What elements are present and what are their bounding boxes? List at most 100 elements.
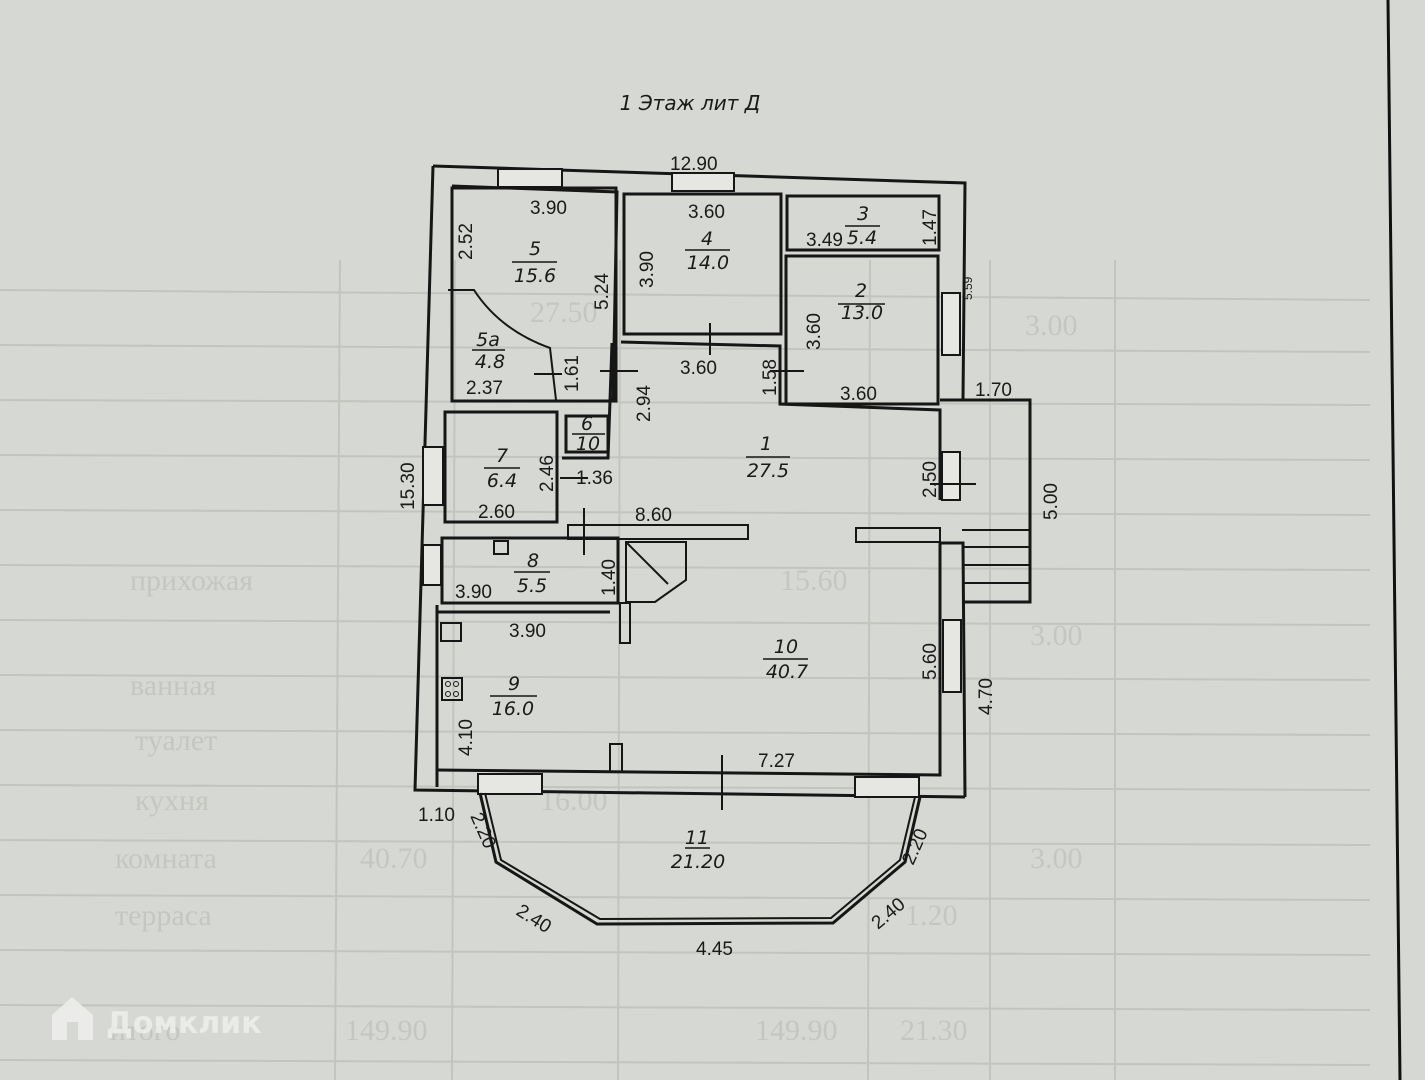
background-table: туалет ванная прихожая кухня комната тер… (0, 259, 1371, 1080)
ghost-value: 3.00 (1030, 619, 1083, 652)
dim-porch-length: 5.00 (1041, 483, 1062, 520)
watermark-brand: Домклик (106, 1006, 262, 1041)
dim-r8-side: 1.40 (599, 559, 620, 596)
house-logo-icon (52, 997, 93, 1040)
svg-text:5а: 5а (476, 329, 500, 351)
porch (960, 398, 1032, 604)
svg-text:15.6: 15.6 (514, 265, 556, 287)
dim-porch-width: 1.70 (975, 380, 1012, 401)
svg-text:11: 11 (685, 827, 709, 849)
plan-title: 1 Этаж лит Д (620, 91, 761, 115)
dim-r5-right: 5.24 (592, 273, 613, 310)
room-9-stub (609, 743, 623, 773)
svg-text:10: 10 (576, 433, 600, 455)
dim-r8-bottom: 3.90 (455, 582, 492, 603)
svg-text:8: 8 (527, 550, 539, 572)
ghost-row-label: кухня (135, 784, 209, 817)
dim-r9-top: 3.90 (509, 621, 546, 642)
svg-text:21.20: 21.20 (671, 851, 725, 873)
room-label-2: 213.0 (838, 280, 885, 324)
ghost-value: 40.70 (360, 842, 428, 875)
windows (422, 168, 962, 798)
room-label-8: 85.5 (514, 550, 550, 597)
svg-text:6.4: 6.4 (487, 470, 517, 492)
dim-r5-left: 2.52 (456, 223, 477, 260)
stair-icon (625, 541, 687, 603)
dim-right-lower: 4.70 (976, 678, 997, 715)
terrace-outline (478, 792, 922, 926)
dim-hall-right: 1.58 (760, 359, 781, 396)
room-labels: 127.5 213.0 35.4 414.0 515.6 5а4.8 610 7… (472, 203, 885, 873)
partition-stub (855, 527, 941, 543)
dim-terrace-diag-left: 2.40 (512, 900, 554, 937)
dim-r5a-bottom: 2.37 (466, 378, 503, 399)
corridor-partition (567, 524, 749, 540)
svg-text:13.0: 13.0 (841, 302, 883, 324)
svg-text:5.4: 5.4 (847, 227, 877, 249)
vent-icon (493, 540, 509, 555)
dim-width-top: 12.90 (670, 154, 718, 175)
svg-text:14.0: 14.0 (687, 252, 729, 274)
dim-r4-left: 3.90 (637, 251, 658, 288)
dim-r10-right: 5.60 (920, 643, 941, 680)
ghost-row-label: туалет (135, 724, 217, 757)
watermark: Домклик (52, 997, 262, 1041)
dim-r4-top: 3.60 (688, 202, 725, 223)
ghost-row-label: итого (110, 1014, 180, 1047)
dim-r5a-side: 1.61 (562, 355, 583, 392)
ghost-row-label: прихожая (130, 564, 253, 597)
stove-icon (441, 677, 463, 701)
dim-porch-side: 2.50 (920, 461, 941, 498)
svg-text:9: 9 (508, 673, 520, 695)
room-6-side (562, 342, 614, 460)
dim-terrace-offset: 1.10 (418, 805, 455, 826)
dim-r6-bottom: 1.36 (576, 468, 613, 489)
ghost-value: 3.00 (1030, 842, 1083, 875)
dim-right-upper: 5.59 (961, 276, 975, 300)
svg-text:4.8: 4.8 (475, 351, 505, 373)
svg-text:1: 1 (760, 433, 772, 455)
dim-r2-bottom: 3.60 (840, 384, 877, 405)
room-9-walls (436, 543, 942, 777)
room-4-walls (622, 192, 783, 336)
room-2-walls (784, 254, 940, 406)
ghost-value: 149.90 (345, 1014, 428, 1047)
svg-text:7: 7 (496, 445, 508, 467)
svg-text:27.5: 27.5 (747, 460, 789, 482)
svg-text:16.0: 16.0 (492, 698, 534, 720)
dim-r3-side: 1.47 (920, 209, 941, 246)
svg-text:5: 5 (529, 238, 541, 260)
svg-text:10: 10 (774, 636, 798, 658)
room-7-walls (443, 410, 559, 524)
ghost-value: 21.30 (900, 1014, 968, 1047)
dim-r9-side: 4.10 (456, 719, 477, 756)
svg-text:6: 6 (581, 413, 593, 435)
dim-hall-top: 3.60 (680, 358, 717, 379)
dim-r5-top: 3.90 (530, 198, 567, 219)
dim-r7-bottom: 2.60 (478, 502, 515, 523)
hall-walls (620, 340, 942, 500)
dim-terrace-bottom: 4.45 (696, 939, 733, 960)
room-label-4: 414.0 (685, 228, 730, 274)
room-label-3: 35.4 (845, 203, 880, 249)
dim-terrace-side-left: 2.20 (465, 809, 499, 851)
room-label-7: 76.4 (484, 445, 520, 492)
dim-r3-width: 3.49 (806, 230, 843, 251)
ghost-value: 1.20 (905, 899, 958, 932)
svg-text:3: 3 (857, 203, 869, 225)
dim-hall-left: 2.94 (634, 385, 655, 422)
dim-terrace-diag-right: 2.40 (868, 894, 910, 934)
room-label-5a: 5а4.8 (472, 329, 505, 373)
ghost-row-label: терраса (115, 899, 212, 932)
ghost-row-label: комната (115, 842, 217, 875)
svg-text:5.5: 5.5 (517, 575, 547, 597)
ghost-value: 16.00 (540, 784, 608, 817)
dim-terrace-side-right: 2.20 (898, 826, 932, 868)
room-label-5: 515.6 (512, 238, 557, 287)
dim-r7-side: 2.46 (537, 455, 558, 492)
ghost-row-label: ванная (130, 669, 217, 702)
dim-r2-left: 3.60 (804, 313, 825, 350)
